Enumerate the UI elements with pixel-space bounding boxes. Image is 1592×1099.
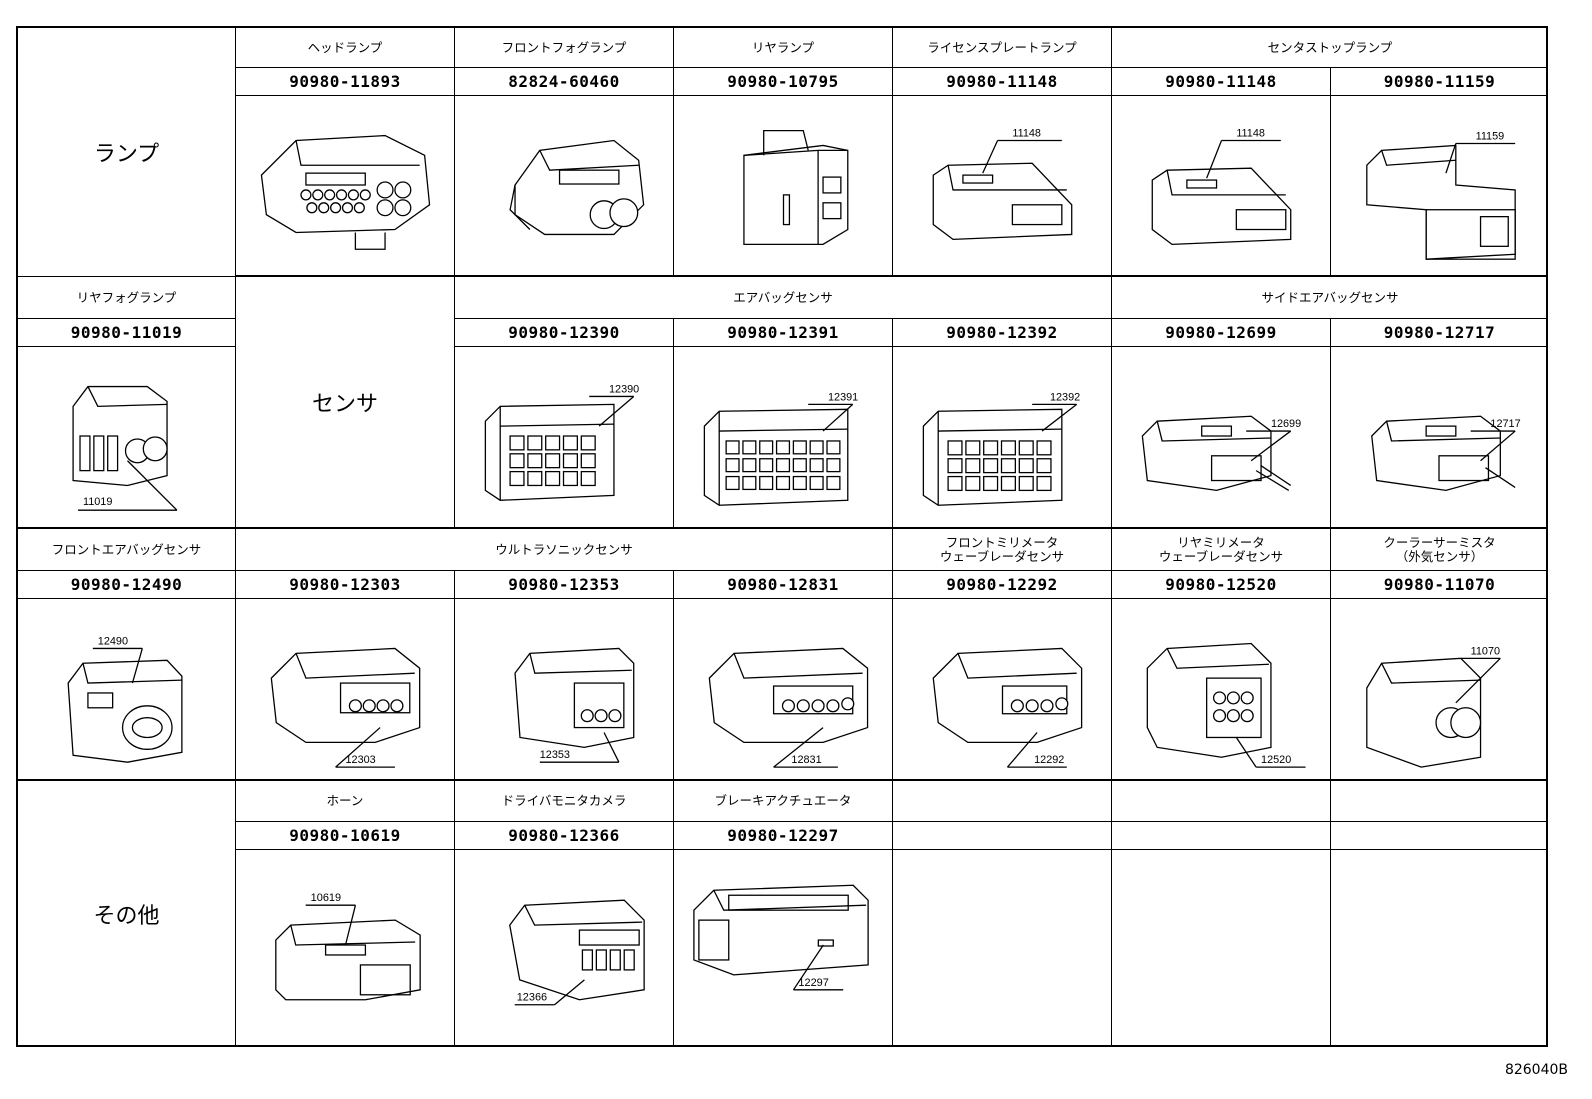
callout-12717: 12717 — [1490, 418, 1520, 430]
connector-image-10795 — [674, 96, 893, 277]
connector-image-12392: 12392 — [893, 347, 1112, 529]
callout-10619: 10619 — [311, 892, 341, 904]
pn-12699: 90980-12699 — [1112, 319, 1331, 347]
callout-12353: 12353 — [540, 749, 570, 761]
label-front-airbag-sensor: フロントエアバッグセンサ — [18, 529, 236, 571]
connector-image-12490: 12490 — [18, 599, 236, 781]
callout-12520: 12520 — [1261, 754, 1291, 766]
category-lamp-text: ランプ — [93, 142, 160, 167]
label-rear-fog: リヤフォグランプ — [18, 277, 236, 319]
pn-60460: 82824-60460 — [455, 68, 674, 96]
pn-12391: 90980-12391 — [674, 319, 893, 347]
label-center-stop: センタストップランプ — [1112, 28, 1548, 68]
callout-12390: 12390 — [609, 383, 639, 395]
callout-12391: 12391 — [828, 391, 858, 403]
connector-image-12520: 12520 — [1112, 599, 1331, 781]
connector-image-11019: 11019 — [18, 347, 236, 529]
connector-image-11070: 11070 — [1331, 599, 1548, 781]
category-lamp: ランプ — [18, 28, 236, 277]
pn-10795: 90980-10795 — [674, 68, 893, 96]
pn-12353: 90980-12353 — [455, 571, 674, 599]
callout-12366: 12366 — [517, 992, 547, 1004]
category-sensor: センサ — [236, 277, 455, 529]
empty-cell — [893, 850, 1112, 1047]
pn-12392: 90980-12392 — [893, 319, 1112, 347]
label-airbag-sensor: エアバッグセンサ — [455, 277, 1112, 319]
connector-image-10619: 10619 — [236, 850, 455, 1047]
connector-image-12292: 12292 — [893, 599, 1112, 781]
pn-12831: 90980-12831 — [674, 571, 893, 599]
label-headlamp: ヘッドランプ — [236, 28, 455, 68]
label-brake-actuator: ブレーキアクチュエータ — [674, 781, 893, 822]
pn-11070: 90980-11070 — [1331, 571, 1548, 599]
label-cooler-thermistor: クーラーサーミスタ （外気センサ） — [1331, 529, 1548, 571]
pn-12303: 90980-12303 — [236, 571, 455, 599]
pn-12292: 90980-12292 — [893, 571, 1112, 599]
connector-image-60460 — [455, 96, 674, 277]
label-rear-mmwave: リヤミリメータ ウェーブレーダセンサ — [1112, 529, 1331, 571]
label-front-fog: フロントフォグランプ — [455, 28, 674, 68]
pn-12717: 90980-12717 — [1331, 319, 1548, 347]
callout-12490: 12490 — [98, 635, 128, 647]
pn-10619: 90980-10619 — [236, 822, 455, 850]
label-rear-lamp: リヤランプ — [674, 28, 893, 68]
empty-cell — [1112, 850, 1331, 1047]
pn-12520: 90980-12520 — [1112, 571, 1331, 599]
connector-image-12699: 12699 — [1112, 347, 1331, 529]
label-front-mmwave: フロントミリメータ ウェーブレーダセンサ — [893, 529, 1112, 571]
callout-12297: 12297 — [798, 977, 828, 989]
connector-image-12297: 12297 — [674, 850, 893, 1047]
category-sensor-text: センサ — [311, 392, 378, 417]
callout-12392: 12392 — [1050, 391, 1080, 403]
callout-11070: 11070 — [1471, 645, 1500, 657]
connector-image-11893 — [236, 96, 455, 277]
figure-code: 826040B — [1504, 1062, 1568, 1078]
label-horn: ホーン — [236, 781, 455, 822]
label-driver-monitor: ドライバモニタカメラ — [455, 781, 674, 822]
pn-12297: 90980-12297 — [674, 822, 893, 850]
connector-table: ランプ ヘッドランプ フロントフォグランプ リヤランプ ライセンスプレートランプ… — [16, 26, 1548, 1047]
callout-12831: 12831 — [791, 754, 821, 766]
category-other: その他 — [18, 781, 236, 1047]
label-license-plate: ライセンスプレートランプ — [893, 28, 1112, 68]
empty-cell — [1331, 850, 1548, 1047]
pn-12366: 90980-12366 — [455, 822, 674, 850]
pn-12490: 90980-12490 — [18, 571, 236, 599]
pn-11159: 90980-11159 — [1331, 68, 1548, 96]
connector-image-12391: 12391 — [674, 347, 893, 529]
connector-image-12831: 12831 — [674, 599, 893, 781]
label-ultrasonic-sensor: ウルトラソニックセンサ — [236, 529, 893, 571]
connector-image-12390: 12390 — [455, 347, 674, 529]
pn-11148-license: 90980-11148 — [893, 68, 1112, 96]
pn-11893: 90980-11893 — [236, 68, 455, 96]
pn-12390: 90980-12390 — [455, 319, 674, 347]
callout-11019: 11019 — [83, 496, 112, 508]
empty-cell — [1112, 781, 1331, 822]
empty-cell — [893, 781, 1112, 822]
callout-12699: 12699 — [1271, 418, 1301, 430]
connector-image-12717: 12717 — [1331, 347, 1548, 529]
empty-cell — [1112, 822, 1331, 850]
connector-image-12353: 12353 — [455, 599, 674, 781]
pn-11148-center: 90980-11148 — [1112, 68, 1331, 96]
label-side-airbag-sensor: サイドエアバッグセンサ — [1112, 277, 1548, 319]
empty-cell — [893, 822, 1112, 850]
callout-11148-license: 11148 — [1012, 128, 1041, 140]
category-other-text: その他 — [93, 904, 160, 929]
callout-12303: 12303 — [345, 754, 375, 766]
pn-11019: 90980-11019 — [18, 319, 236, 347]
callout-12292: 12292 — [1034, 754, 1064, 766]
empty-cell — [1331, 822, 1548, 850]
connector-image-11148-license: 11148 — [893, 96, 1112, 277]
connector-image-11148-center: 11148 — [1112, 96, 1331, 277]
callout-11159: 11159 — [1476, 131, 1505, 143]
empty-cell — [1331, 781, 1548, 822]
connector-image-12303: 12303 — [236, 599, 455, 781]
connector-image-11159: 11159 — [1331, 96, 1548, 277]
connector-image-12366: 12366 — [455, 850, 674, 1047]
callout-11148-center: 11148 — [1236, 128, 1265, 140]
